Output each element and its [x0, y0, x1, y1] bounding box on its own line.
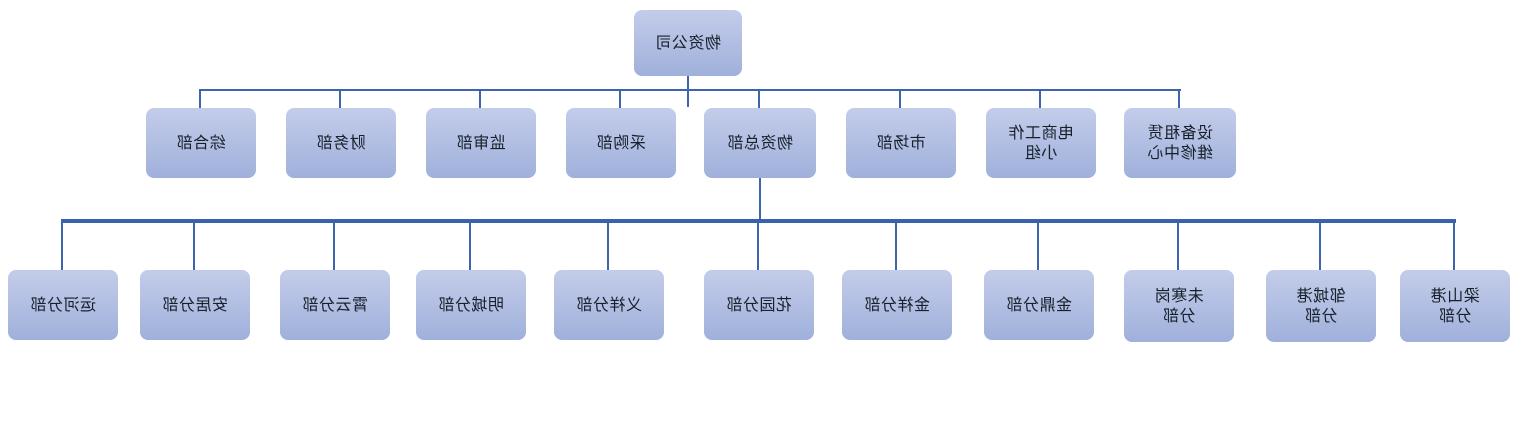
org-node-level3-10[interactable]: 运河分部: [8, 270, 118, 340]
node-label-line: 综合部: [176, 132, 226, 152]
connector-root-stem: [687, 76, 689, 107]
node-label-line: 金鼎分部: [1006, 294, 1073, 314]
node-label: 金鼎分部: [988, 295, 1090, 315]
org-node-level3-5[interactable]: 花园分部: [704, 270, 814, 340]
node-label-line: 明城分部: [438, 294, 505, 314]
org-node-level2-6[interactable]: 财务部: [286, 108, 396, 178]
node-label: 安居分部: [144, 295, 246, 315]
node-label-line: 花园分部: [726, 294, 793, 314]
connector-level2-stem-2: [899, 89, 901, 108]
node-label-line: 维修中心: [1147, 143, 1214, 162]
node-label-line: 市场部: [876, 132, 926, 152]
node-label: 财务部: [290, 133, 392, 153]
node-label-line: 金祥分部: [864, 294, 931, 314]
node-label-line: 分部: [1162, 306, 1196, 325]
connector-level3-stem-6: [607, 219, 609, 270]
node-label-line: 财务部: [316, 132, 366, 152]
org-node-level3-8[interactable]: 霄云分部: [280, 270, 390, 340]
node-label-line: 义祥分部: [576, 294, 643, 314]
node-label: 采购部: [570, 133, 672, 153]
org-node-level2-1[interactable]: 电商工作小组: [986, 108, 1096, 178]
node-label: 电商工作小组: [990, 123, 1092, 164]
node-label: 义祥分部: [558, 295, 660, 315]
connector-level3-stem-7: [469, 219, 471, 270]
connector-level2-stem-3: [758, 89, 760, 108]
org-node-level3-6[interactable]: 义祥分部: [554, 270, 664, 340]
org-node-level3-9[interactable]: 安居分部: [140, 270, 250, 340]
org-node-level3-4[interactable]: 金祥分部: [842, 270, 952, 340]
org-node-level2-2[interactable]: 市场部: [846, 108, 956, 178]
node-label-line: 电商工作: [1008, 122, 1075, 142]
connector-level3-stem-10: [61, 219, 63, 270]
node-label: 市场部: [850, 133, 952, 153]
connector-level2-stem-7: [199, 89, 201, 108]
org-node-level3-2[interactable]: 未寒岗分部: [1124, 270, 1234, 342]
connector-level2-stem-4: [619, 89, 621, 108]
node-label-line: 分部: [1304, 306, 1338, 325]
node-label-line: 运河分部: [30, 294, 97, 314]
node-label: 霄云分部: [284, 295, 386, 315]
org-node-level3-7[interactable]: 明城分部: [416, 270, 526, 340]
node-label: 邹城港分部: [1270, 286, 1372, 327]
node-label: 梁山港分部: [1404, 286, 1506, 327]
node-label-line: 邹城港: [1296, 285, 1346, 305]
node-label-line: 安居分部: [162, 294, 229, 314]
node-label: 金祥分部: [846, 295, 948, 315]
org-node-level2-7[interactable]: 综合部: [146, 108, 256, 178]
node-label: 物资公司: [638, 33, 738, 53]
node-label-line: 物资公司: [655, 32, 722, 52]
node-label: 未寒岗分部: [1128, 286, 1230, 327]
node-label-line: 设备租赁: [1147, 122, 1214, 142]
node-label-line: 物资总部: [727, 132, 794, 152]
node-label-line: 未寒岗: [1154, 285, 1204, 305]
connector-level2-stem-0: [1178, 89, 1180, 108]
connector-level3-stem-8: [333, 219, 335, 270]
connector-level2-stem-6: [339, 89, 341, 108]
connector-level2-stem-1: [1039, 89, 1041, 108]
connector-level3-stem-9: [193, 219, 195, 270]
node-label: 设备租赁维修中心: [1128, 123, 1232, 164]
node-label-line: 监审部: [456, 132, 506, 152]
connector-level2-stem-5: [479, 89, 481, 108]
connector-level2-bus: [200, 89, 1181, 91]
org-node-level2-3[interactable]: 物资总部: [704, 108, 816, 178]
org-node-level3-3[interactable]: 金鼎分部: [984, 270, 1094, 340]
connector-level3-stem-2: [1177, 219, 1179, 270]
node-label: 花园分部: [708, 295, 810, 315]
org-node-level3-1[interactable]: 邹城港分部: [1266, 270, 1376, 342]
connector-level3-stem-5: [757, 219, 759, 270]
org-node-level3-0[interactable]: 梁山港分部: [1400, 270, 1510, 342]
org-node-root[interactable]: 物资公司: [634, 10, 742, 76]
connector-level3-stem-0: [1453, 219, 1455, 270]
connector-level3-stem-3: [1037, 219, 1039, 270]
node-label: 运河分部: [12, 295, 114, 315]
org-node-level2-5[interactable]: 监审部: [426, 108, 536, 178]
node-label-line: 采购部: [596, 132, 646, 152]
org-node-level2-4[interactable]: 采购部: [566, 108, 676, 178]
org-node-level2-0[interactable]: 设备租赁维修中心: [1124, 108, 1236, 178]
node-label: 物资总部: [708, 133, 812, 153]
node-label: 明城分部: [420, 295, 522, 315]
node-label-line: 梁山港: [1430, 285, 1480, 305]
node-label-line: 小组: [1024, 143, 1058, 162]
node-label-line: 分部: [1438, 306, 1472, 325]
connector-level3-bus: [63, 219, 1456, 223]
node-label: 综合部: [150, 133, 252, 153]
node-label-line: 霄云分部: [302, 294, 369, 314]
connector-level3-stem-4: [895, 219, 897, 270]
connector-level3-trunk: [759, 178, 761, 219]
node-label: 监审部: [430, 133, 532, 153]
connector-level3-stem-1: [1319, 219, 1321, 270]
